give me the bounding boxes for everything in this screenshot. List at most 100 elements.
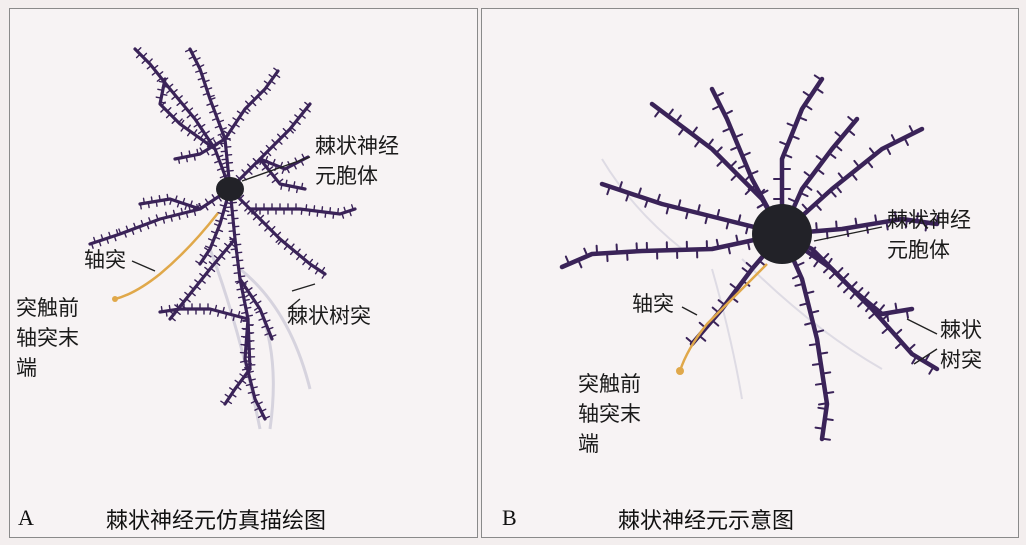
dendrite-a-6-spines bbox=[246, 201, 250, 205]
dendrite-b-2-spines bbox=[870, 148, 875, 154]
dendrite-a-4-spines bbox=[267, 152, 271, 156]
dendrite-a-6-spines bbox=[322, 207, 323, 212]
dendrite-b-8-spines bbox=[883, 328, 889, 333]
dendrite-a-6-spines bbox=[330, 208, 331, 213]
dendrite-a-4-spines bbox=[261, 151, 265, 155]
dendrite-b-8-spines bbox=[869, 313, 875, 318]
dendrite-a-6-spines bbox=[317, 211, 318, 216]
dendrite-a-17-spines bbox=[181, 153, 182, 158]
dendrite-b-2-spines bbox=[867, 161, 872, 167]
dendrite-b-2-spines bbox=[836, 186, 841, 192]
dendrite-a-14-spines bbox=[167, 194, 168, 199]
dendrite-a-18-spines bbox=[289, 186, 290, 191]
dendrite-a-1-spines bbox=[173, 113, 177, 117]
dendrite-b-5 bbox=[562, 234, 782, 267]
dendrite-a-4-spines bbox=[248, 164, 252, 168]
dendrite-b-9-spines bbox=[907, 310, 908, 318]
soma-a bbox=[216, 177, 244, 201]
dendrite-a-8-spines bbox=[240, 304, 245, 305]
dendrite-a-3-spines bbox=[258, 96, 262, 100]
dendrite-a-17-spines bbox=[194, 155, 195, 160]
dendrite-b-11-spines bbox=[835, 145, 841, 150]
dendrite-a-3-spines bbox=[257, 90, 261, 94]
dendrite-a-18-spines bbox=[286, 180, 287, 185]
dendrite-a-8-spines bbox=[242, 312, 247, 313]
dendrite-a-1-spines bbox=[162, 94, 167, 95]
dendrite-b-11-spines bbox=[848, 117, 854, 122]
dendrite-a-1-spines bbox=[167, 108, 171, 112]
dendrite-a-0-spines bbox=[143, 53, 147, 57]
dendrite-a-1-spines bbox=[172, 120, 176, 124]
dendrite-a-8-spines bbox=[237, 252, 242, 253]
dendrite-label-a: 棘状树突 bbox=[287, 301, 371, 331]
panel-letter-b: B bbox=[502, 505, 517, 531]
dendrite-a-4-spines bbox=[242, 170, 246, 174]
dendrite-a-4-spines bbox=[253, 159, 257, 163]
soma-label-a-line1: 棘状神经 bbox=[315, 131, 399, 161]
dendrite-b-9-spines bbox=[823, 254, 829, 260]
dendrite-leader-b1 bbox=[907, 319, 937, 334]
dendrite-label-b: 棘状 树突 bbox=[940, 315, 982, 375]
dendrite-b-8-spines bbox=[909, 345, 915, 350]
dendrite-b-8-spines bbox=[895, 330, 901, 335]
dendrite-a-1-spines bbox=[159, 81, 164, 82]
axon-b bbox=[680, 264, 767, 371]
soma-label-a-line2: 元胞体 bbox=[315, 161, 399, 191]
panel-b: 棘状神经 元胞体 轴突 突触前 轴突末 端 棘状 树突 B 棘状神经元示意图 bbox=[481, 8, 1019, 538]
dendrite-leader-a1 bbox=[292, 284, 315, 291]
dendrite-a-17-spines bbox=[197, 149, 198, 154]
dendrite-a-6-spines bbox=[239, 202, 243, 206]
soma-label-b: 棘状神经 元胞体 bbox=[887, 205, 971, 265]
dendrite-b-7-spines bbox=[816, 428, 824, 429]
dendrite-a-1-spines bbox=[161, 108, 165, 112]
dendrite-b-7-spines bbox=[825, 392, 833, 393]
dendrite-a-8-spines bbox=[236, 244, 241, 245]
neuron-drawing-a bbox=[10, 9, 478, 538]
dendrite-a-3 bbox=[225, 71, 278, 139]
axon-leader-a bbox=[132, 261, 155, 271]
soma-b bbox=[752, 204, 812, 264]
dendrite-a-18-spines bbox=[294, 182, 295, 187]
dendrite-a-0-spines bbox=[137, 54, 141, 58]
dendrite-b-2-spines bbox=[803, 205, 808, 211]
dendrite-a-6-spines bbox=[301, 209, 302, 214]
dendrite-a-14-spines bbox=[140, 204, 141, 209]
dendrite-a-6-spines bbox=[338, 209, 339, 214]
dendrite-a-14-spines bbox=[159, 196, 160, 201]
dendrite-a-8-spines bbox=[233, 265, 238, 266]
axon-label-b: 轴突 bbox=[632, 289, 674, 319]
dendrite-b-10-spines bbox=[730, 162, 736, 168]
dendrite-b-3-spines bbox=[855, 219, 856, 227]
dendrite-b-7-spines bbox=[819, 403, 827, 404]
soma-label-b-line1: 棘状神经 bbox=[887, 205, 971, 235]
dendrite-b-8-spines bbox=[896, 343, 902, 348]
dendrite-a-7-spines bbox=[265, 227, 269, 231]
dendrite-b-9-spines bbox=[895, 304, 896, 312]
dendrite-a-4-spines bbox=[278, 141, 282, 145]
terminal-label-b-line3: 端 bbox=[578, 429, 641, 459]
dendrite-b-10-spines bbox=[717, 160, 723, 166]
dendrite-a-14-spines bbox=[144, 198, 145, 203]
dendrite-a-18-spines bbox=[281, 184, 282, 189]
dendrite-b-2-spines bbox=[852, 173, 857, 179]
dendrite-b-3-spines bbox=[836, 221, 837, 229]
dendrite-a-1-spines bbox=[167, 114, 171, 118]
dendrite-b-9-spines bbox=[838, 281, 844, 287]
soma-label-b-line2: 元胞体 bbox=[887, 235, 971, 265]
dendrite-a-6-spines bbox=[333, 213, 334, 218]
dendrite-a-17-spines bbox=[189, 151, 190, 156]
terminal-label-b: 突触前 轴突末 端 bbox=[578, 369, 641, 459]
dendrite-a-14-spines bbox=[156, 201, 157, 206]
dendrite-b-2-spines bbox=[818, 191, 823, 197]
dendrite-a-8-spines bbox=[231, 249, 236, 250]
dendrite-a-7-spines bbox=[259, 222, 263, 226]
dendrite-a-6-spines bbox=[245, 207, 249, 211]
dendrite-a-7-spines bbox=[248, 210, 252, 214]
terminal-label-b-line1: 突触前 bbox=[578, 369, 641, 399]
dendrite-b-7-spines bbox=[822, 439, 830, 440]
dendrite-a-16-spines bbox=[169, 306, 170, 311]
dendrite-a-7-spines bbox=[271, 227, 275, 231]
dendrite-b-6-spines bbox=[699, 336, 705, 341]
dendrite-a-14-spines bbox=[164, 200, 165, 205]
dendrite-a-14-spines bbox=[151, 197, 152, 202]
